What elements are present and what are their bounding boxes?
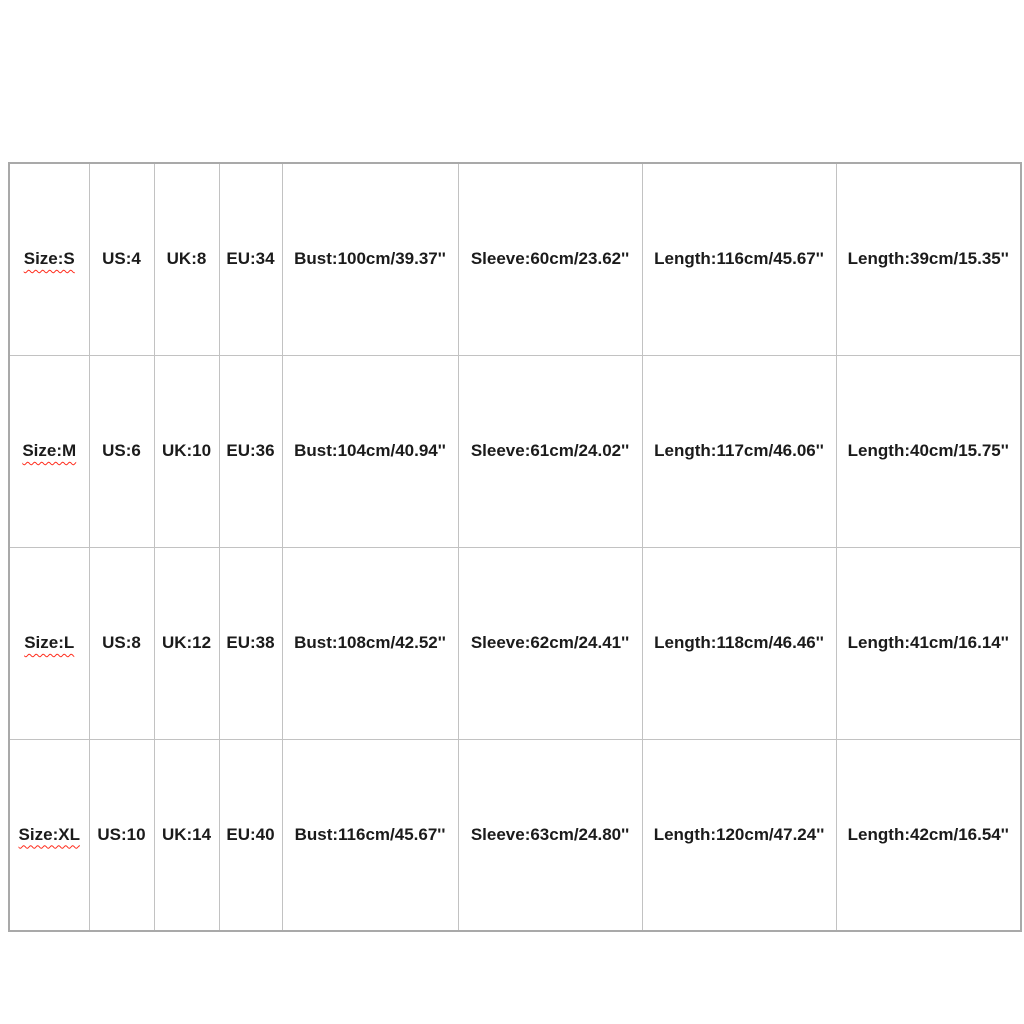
size-label: Size:L <box>24 632 75 652</box>
cell-length-2: Length:40cm/15.75'' <box>835 354 1022 548</box>
cell-size: Size:XL <box>8 738 90 932</box>
cell-eu-size: EU:40 <box>218 738 283 932</box>
cell-bust: Bust:116cm/45.67'' <box>281 738 459 932</box>
cell-bust: Bust:108cm/42.52'' <box>281 546 459 740</box>
cell-length-2: Length:39cm/15.35'' <box>835 162 1022 356</box>
cell-length: Length:118cm/46.46'' <box>641 546 837 740</box>
cell-uk-size: UK:10 <box>153 354 220 548</box>
cell-eu-size: EU:38 <box>218 546 283 740</box>
cell-us-size: US:4 <box>88 162 155 356</box>
table-row-size-xl: Size:XL US:10 UK:14 EU:40 Bust:116cm/45.… <box>8 738 1022 932</box>
cell-length-2: Length:42cm/16.54'' <box>835 738 1022 932</box>
cell-sleeve: Sleeve:63cm/24.80'' <box>457 738 643 932</box>
cell-us-size: US:8 <box>88 546 155 740</box>
cell-length: Length:116cm/45.67'' <box>641 162 837 356</box>
cell-eu-size: EU:36 <box>218 354 283 548</box>
cell-sleeve: Sleeve:60cm/23.62'' <box>457 162 643 356</box>
size-label: Size:XL <box>18 824 80 844</box>
cell-eu-size: EU:34 <box>218 162 283 356</box>
cell-size: Size:L <box>8 546 90 740</box>
cell-length: Length:120cm/47.24'' <box>641 738 837 932</box>
cell-uk-size: UK:12 <box>153 546 220 740</box>
size-label: Size:M <box>22 440 77 460</box>
cell-us-size: US:10 <box>88 738 155 932</box>
cell-sleeve: Sleeve:62cm/24.41'' <box>457 546 643 740</box>
cell-us-size: US:6 <box>88 354 155 548</box>
cell-uk-size: UK:8 <box>153 162 220 356</box>
cell-bust: Bust:100cm/39.37'' <box>281 162 459 356</box>
cell-bust: Bust:104cm/40.94'' <box>281 354 459 548</box>
table-row-size-s: Size:S US:4 UK:8 EU:34 Bust:100cm/39.37'… <box>8 162 1022 356</box>
size-label: Size:S <box>23 249 75 269</box>
cell-uk-size: UK:14 <box>153 738 220 932</box>
size-chart-table: Size:S US:4 UK:8 EU:34 Bust:100cm/39.37'… <box>8 162 1022 932</box>
cell-size: Size:S <box>8 162 90 356</box>
table-row-size-l: Size:L US:8 UK:12 EU:38 Bust:108cm/42.52… <box>8 546 1022 740</box>
cell-length-2: Length:41cm/16.14'' <box>835 546 1022 740</box>
cell-sleeve: Sleeve:61cm/24.02'' <box>457 354 643 548</box>
cell-size: Size:M <box>8 354 90 548</box>
table-row-size-m: Size:M US:6 UK:10 EU:36 Bust:104cm/40.94… <box>8 354 1022 548</box>
cell-length: Length:117cm/46.06'' <box>641 354 837 548</box>
